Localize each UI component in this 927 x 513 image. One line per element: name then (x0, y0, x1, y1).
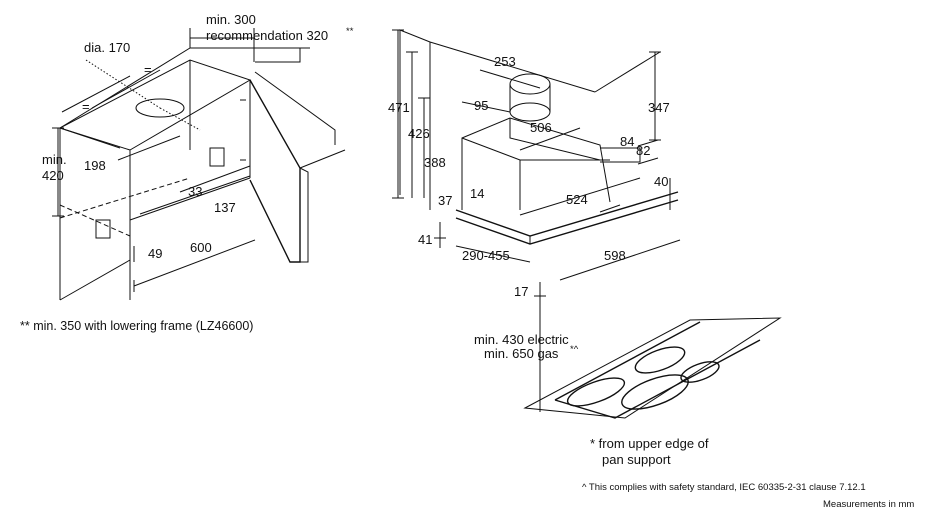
hood-drawing (392, 29, 681, 412)
dim-198: 198 (84, 158, 106, 173)
dim-426: 426 (408, 126, 430, 141)
dim-598: 598 (604, 248, 626, 263)
dim-388: 388 (424, 155, 446, 170)
recommendation-320-label: recommendation 320 (206, 28, 328, 43)
dim-95: 95 (474, 98, 488, 113)
star-caret-mark: *^ (570, 344, 579, 355)
dim-137: 137 (214, 200, 236, 215)
min-300-label: min. 300 (206, 12, 256, 27)
dim-37: 37 (438, 193, 452, 208)
dim-41: 41 (418, 232, 432, 247)
min-650-gas: min. 650 gas (484, 346, 559, 361)
dim-600: 600 (190, 240, 212, 255)
dim-82: 82 (636, 143, 650, 158)
dia-170-label: dia. 170 (84, 40, 130, 55)
dim-471: 471 (388, 100, 410, 115)
equal-mark-top: = (144, 62, 152, 77)
dim-84: 84 (620, 134, 634, 149)
dim-347: 347 (648, 100, 670, 115)
dim-420: 420 (42, 168, 64, 183)
cooktop-drawing (523, 317, 782, 419)
pan-support-note-line1: * from upper edge of (590, 436, 709, 451)
safety-standard-note: ^ This complies with safety standard, IE… (582, 482, 866, 493)
left-cabinet-drawing (52, 28, 346, 301)
pan-support-note-line2: pan support (602, 452, 671, 467)
dim-14: 14 (470, 186, 484, 201)
double-star-mark: ** (346, 26, 354, 37)
dim-33: 33 (188, 184, 202, 199)
lowering-frame-note: ** min. 350 with lowering frame (LZ46600… (20, 319, 253, 333)
dim-253: 253 (494, 54, 516, 69)
dim-40: 40 (654, 174, 668, 189)
min-label: min. (42, 152, 67, 167)
dim-49: 49 (148, 246, 162, 261)
measurements-note: Measurements in mm (823, 499, 914, 510)
dim-506: 506 (530, 120, 552, 135)
min-430-electric: min. 430 electric (474, 332, 569, 347)
dim-17: 17 (514, 284, 528, 299)
dim-290-455: 290-455 (462, 248, 510, 263)
equal-mark-left: = (82, 99, 90, 114)
dim-524: 524 (566, 192, 588, 207)
